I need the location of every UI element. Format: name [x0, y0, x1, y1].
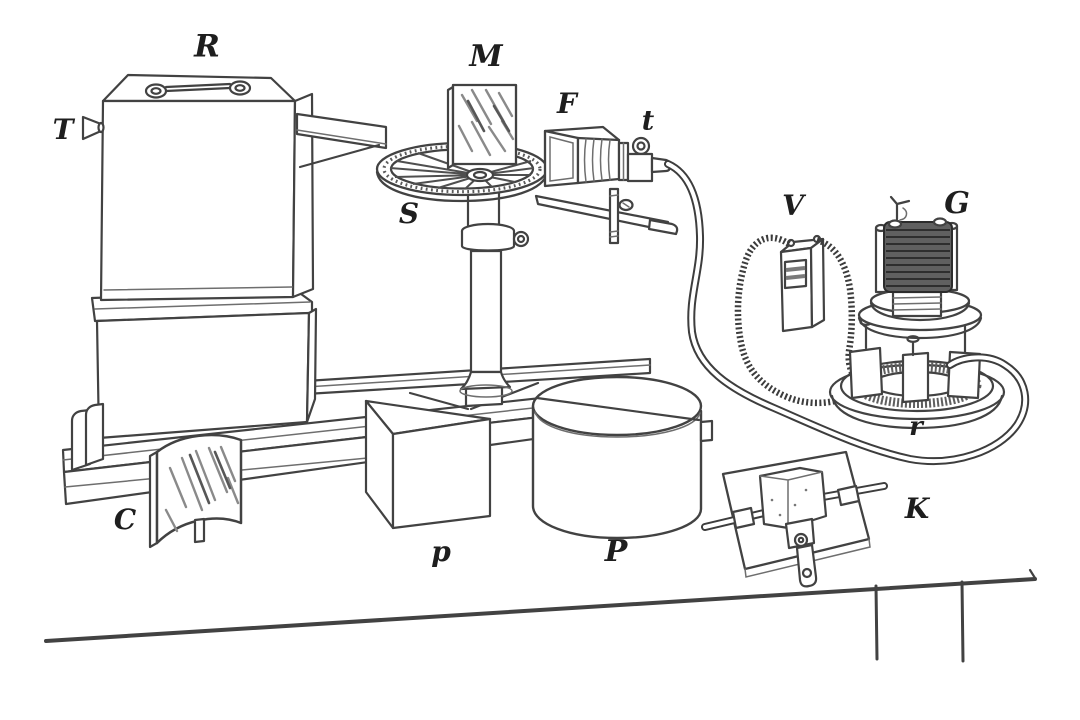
crystal-holder-K	[701, 450, 888, 588]
turntable-S	[375, 141, 549, 203]
connecting-tube	[664, 160, 1029, 466]
horn-F	[543, 125, 672, 188]
tube-T	[81, 115, 105, 141]
pedestal-box	[90, 289, 318, 440]
mirror-M	[446, 83, 518, 170]
fitting-t	[626, 136, 672, 183]
prism-p	[364, 399, 492, 530]
horn-support	[534, 187, 679, 245]
table-edge	[44, 568, 1037, 663]
bracket-arm	[295, 112, 388, 169]
base-left-plates	[70, 402, 105, 472]
radiator-box-R	[81, 73, 388, 302]
curved-mirror-C	[148, 433, 243, 549]
galvanometer-G	[828, 195, 1006, 430]
turntable-column	[459, 179, 530, 398]
cylinder-P	[531, 375, 714, 540]
battery-V	[779, 234, 826, 333]
